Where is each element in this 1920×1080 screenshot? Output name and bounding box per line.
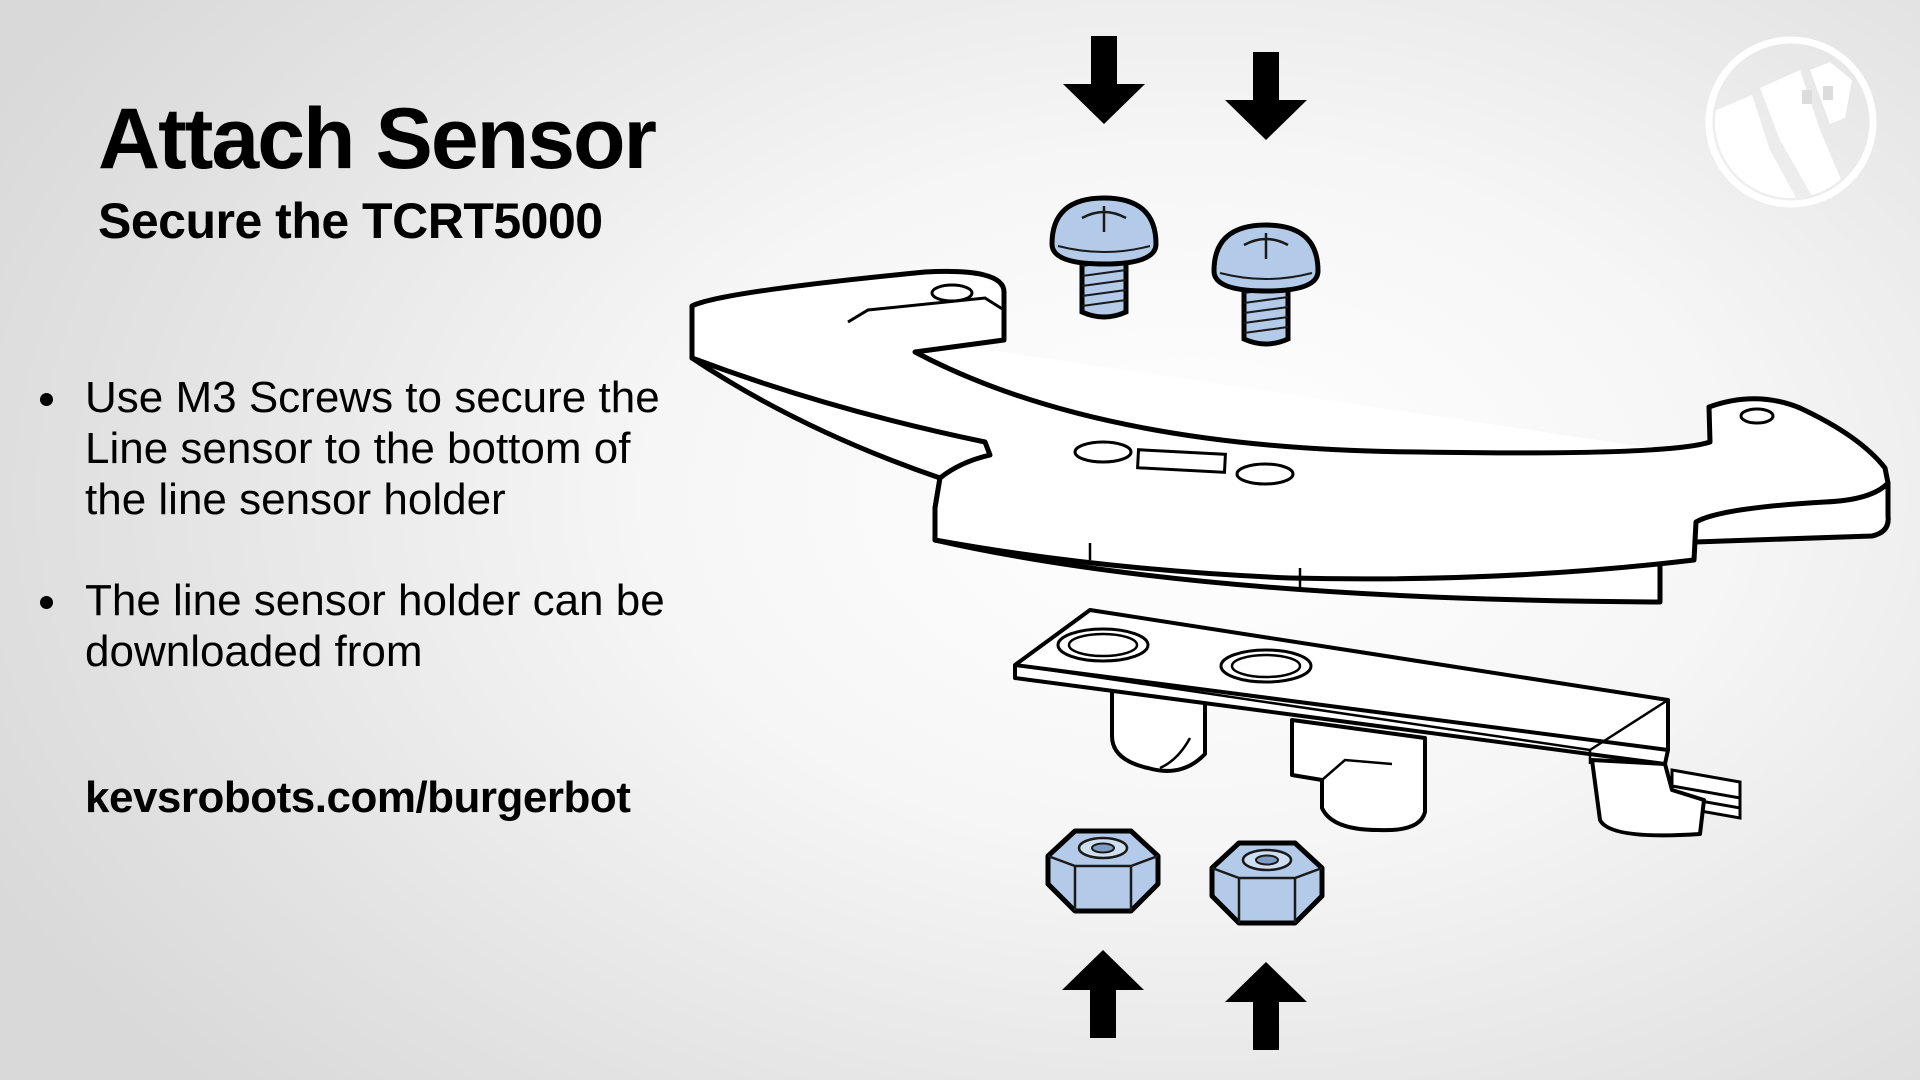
slide-subtitle: Secure the TCRT5000 xyxy=(98,193,603,249)
bullet-dot xyxy=(40,393,53,406)
download-link[interactable]: kevsrobots.com/burgerbot xyxy=(85,773,631,822)
arrow-down-icon xyxy=(1225,52,1307,140)
m3-screw xyxy=(1052,198,1156,317)
bullet-text: The line sensor holder can be downloaded… xyxy=(85,576,665,676)
m3-screw xyxy=(1214,225,1318,344)
robot-logo-icon xyxy=(1705,36,1877,208)
bullet-dot xyxy=(40,596,53,609)
instruction-list: Use M3 Screws to secure the Line sensor … xyxy=(34,372,674,677)
bullet-item: Use M3 Screws to secure the Line sensor … xyxy=(34,372,674,525)
arrow-down-icon xyxy=(1063,36,1145,124)
arrow-up-icon xyxy=(1062,950,1144,1038)
arrow-up-icon xyxy=(1225,962,1307,1050)
m3-nut xyxy=(1212,843,1322,923)
bullet-item: The line sensor holder can be downloaded… xyxy=(34,575,674,677)
tcrt5000-sensor xyxy=(1013,608,1742,838)
slide-title: Attach Sensor xyxy=(98,91,657,187)
bullet-text: Use M3 Screws to secure the Line sensor … xyxy=(85,373,660,524)
sensor-holder xyxy=(689,268,1891,605)
m3-nut xyxy=(1048,831,1158,911)
